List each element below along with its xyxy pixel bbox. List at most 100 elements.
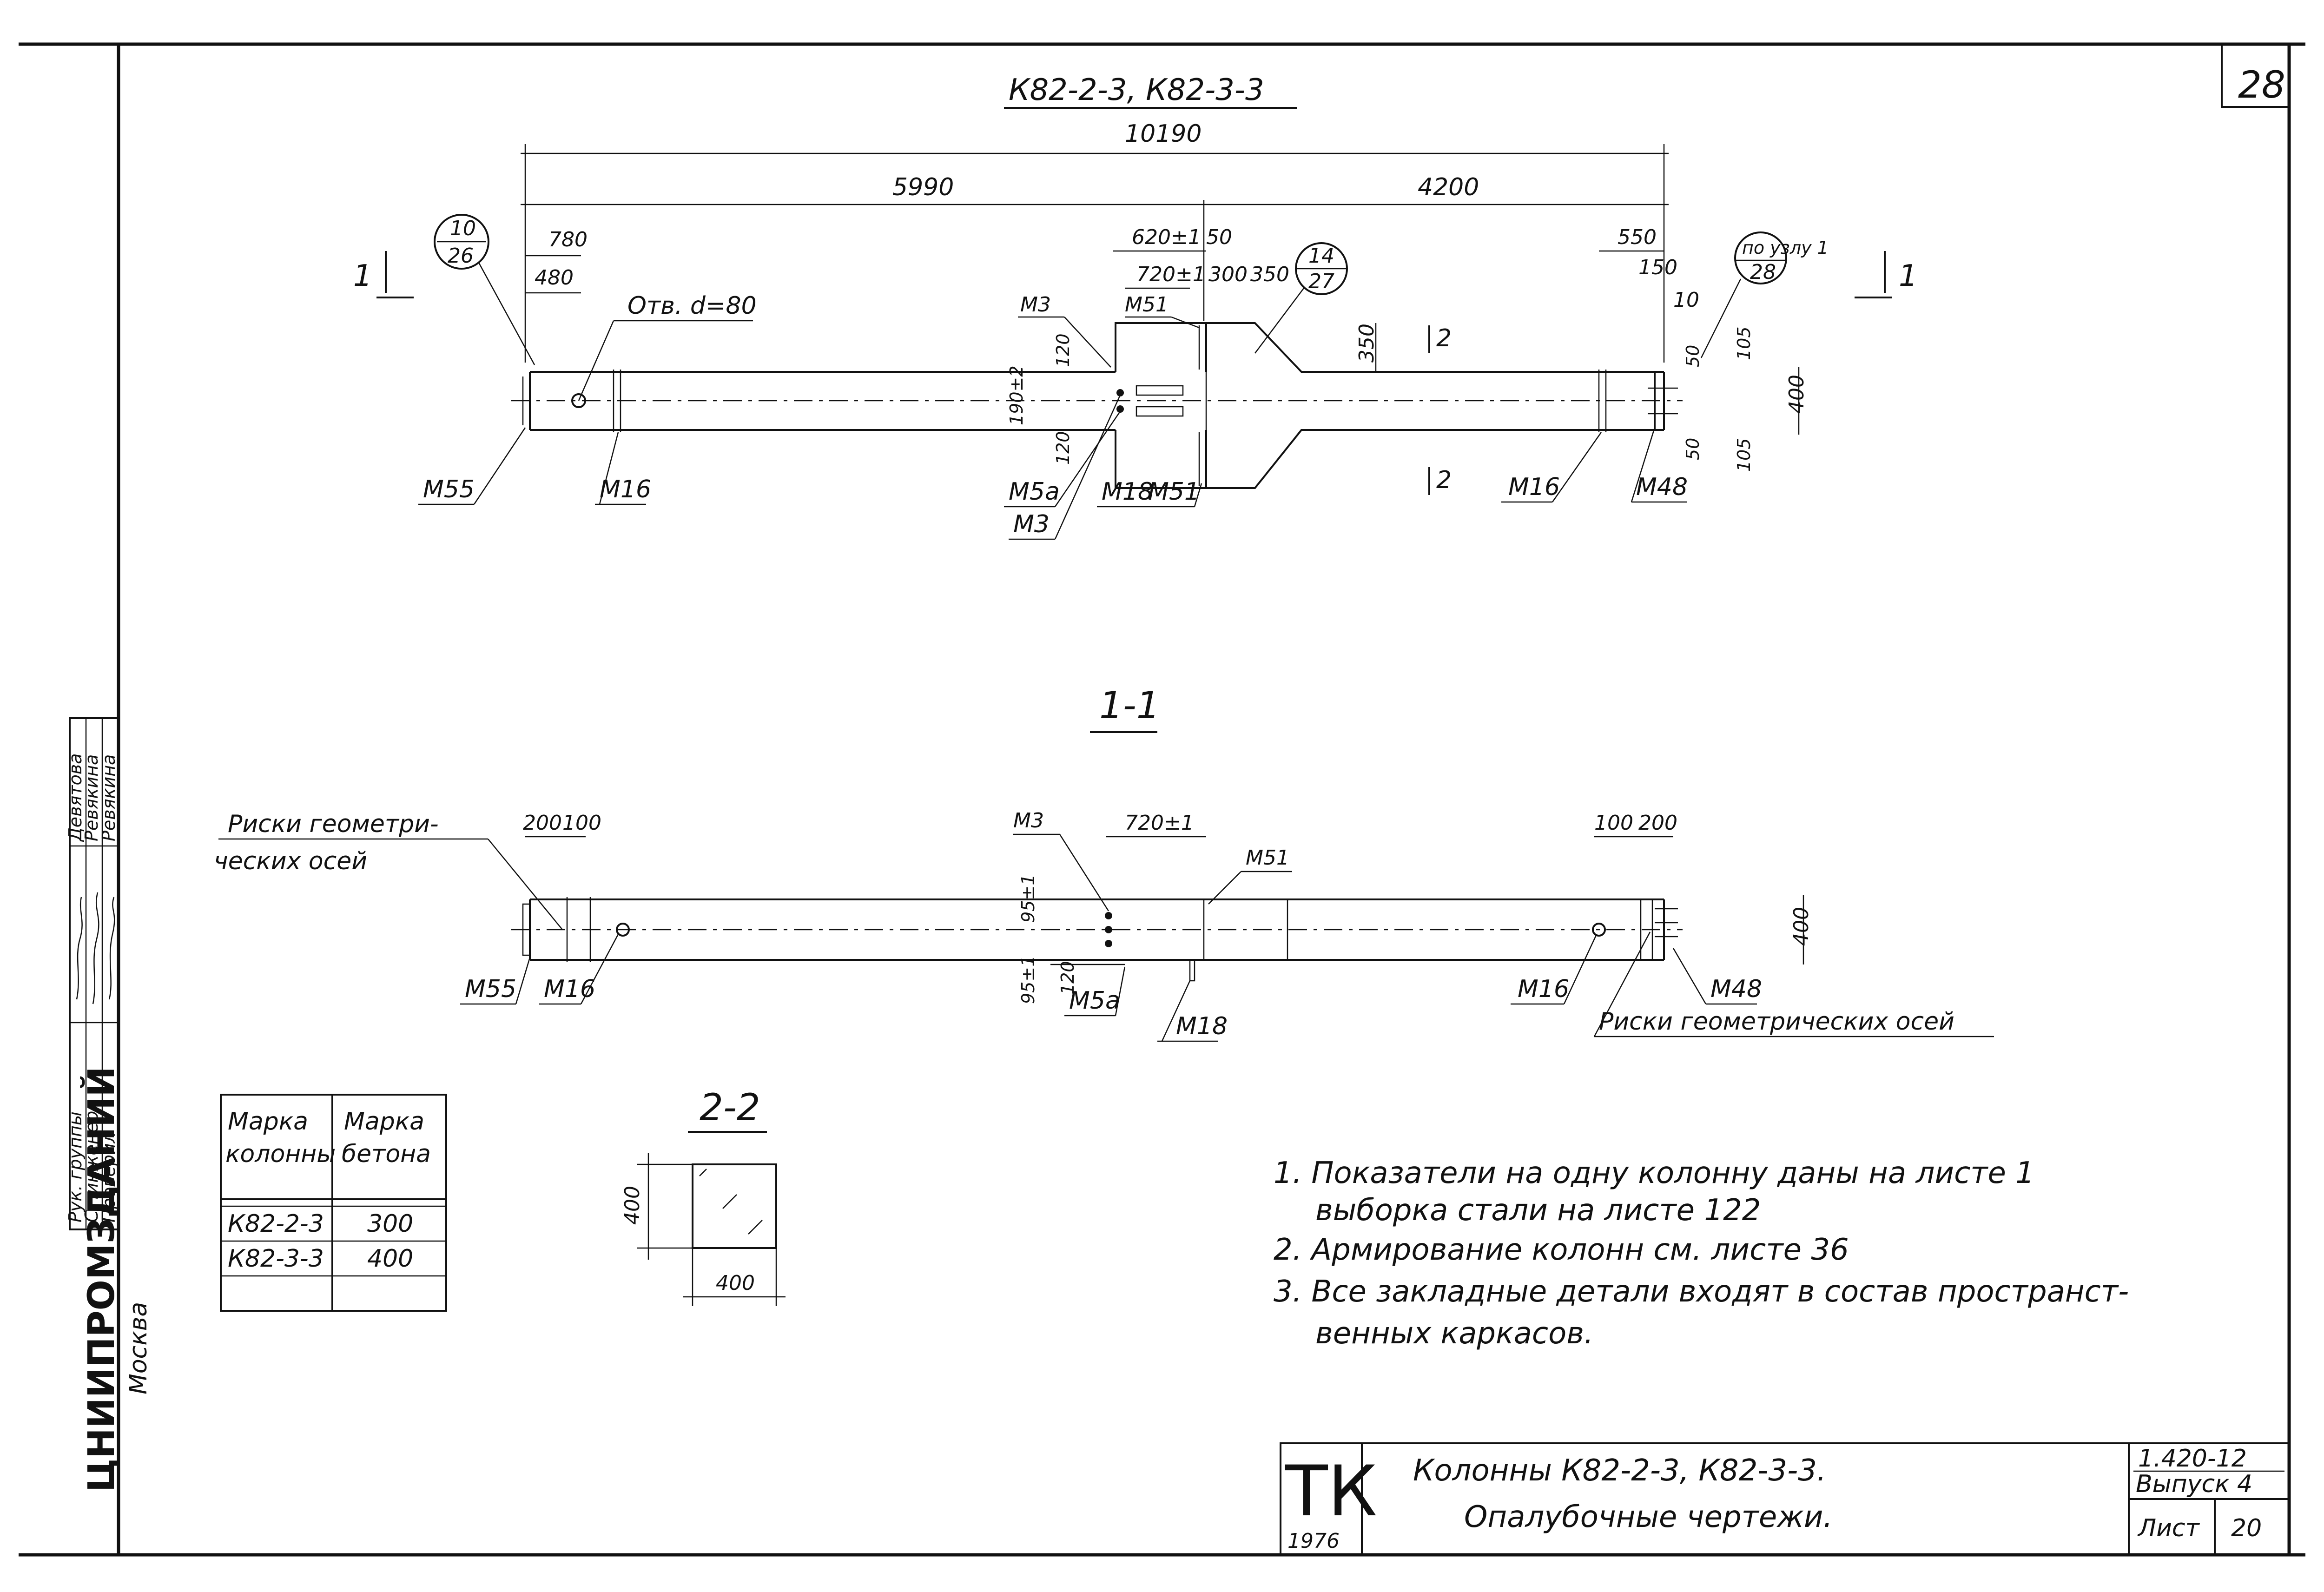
table-row2-col2: 400 [367,1245,413,1273]
dim-2-2-width: 400 [716,1271,755,1295]
section-1-right: 1 [1899,259,1918,293]
dim-190: 190±2 [1006,365,1027,425]
dim-400-section: 400 [1789,907,1813,946]
stamp-role-1: Рук. группы [65,1111,86,1222]
label-m16-right: М16 [1508,473,1560,501]
title-sheet-value: 20 [2231,1514,2262,1542]
title-logo: ТК [1285,1451,1377,1532]
dim-350-vert: 350 [1355,324,1379,363]
title-series: 1.420-12 [2138,1445,2247,1473]
label-m18: М18 [1102,478,1153,506]
dim-120-section: 120 [1057,961,1078,995]
signature-3 [108,897,115,1000]
sheet-number: 28 [2238,63,2285,106]
bubble-left-bottom: 26 [448,244,474,268]
label-m55: М55 [423,476,475,503]
risk-left-line1: Риски геометри- [228,810,439,838]
dim-10: 10 [1673,288,1699,312]
dim-right-span: 4200 [1418,173,1479,201]
concrete-table: Марка колонны Марка бетона К82-2-3 300 К… [220,1094,447,1312]
stamp-role-3: Проверил [99,1132,119,1222]
label-m18-section: М18 [1176,1012,1228,1040]
bubble-mid-bottom: 27 [1308,270,1334,293]
title-line-2: Опалубочные чертежи. [1464,1500,1833,1534]
dim-200-right: 200 [1638,811,1677,835]
dim-120-upper: 120 [1053,333,1073,367]
title-year: 1976 [1287,1529,1340,1553]
note-line-5: венных каркасов. [1315,1316,1593,1351]
label-m3-section: М3 [1013,809,1044,832]
label-m48-section: М48 [1710,975,1762,1003]
note-line-4: 3. Все закладные детали входят в состав … [1274,1275,2129,1309]
dim-620: 620±1 [1132,225,1201,249]
dim-50-mid: 50 [1206,225,1232,249]
table-header-col1-line2: колонны [225,1140,336,1168]
label-m51-bottom: М51 [1148,478,1200,506]
risk-right-label: Риски геометрических осей [1599,1008,1954,1036]
dim-left-span: 5990 [892,173,954,201]
dim-400-top: 400 [1785,375,1809,414]
section-2-2-title: 2-2 [700,1086,760,1129]
side-stamp: Рук. группы Ст.инженер Проверил Девятова… [65,717,152,1492]
notes: 1. Показатели на одну колонну даны на ли… [1274,1156,2129,1351]
bubble-left-top: 10 [450,217,476,240]
bubble-mid-top: 14 [1308,244,1334,268]
dim-95-lower: 95±1 [1018,956,1038,1004]
top-view: К82-2-3, К82-3-3 10190 5990 4200 780 480… [353,73,1918,540]
dim-120-lower: 120 [1053,431,1073,465]
title-line-1: Колонны К82-2-3, К82-3-3. [1413,1453,1826,1488]
dim-100-left: 100 [562,811,601,835]
label-m16-left-section: М16 [544,975,595,1003]
title-issue: Выпуск 4 [2136,1470,2252,1498]
dim-150: 150 [1638,256,1677,279]
note-line-2: выборка стали на листе 122 [1315,1193,1761,1228]
table-row1-col2: 300 [367,1210,413,1238]
note-line-1: 1. Показатели на одну колонну даны на ли… [1274,1156,2034,1190]
dim-300: 300 [1208,263,1248,286]
dim-720-top: 720±1 [1136,263,1206,286]
section-2-2-square [692,1163,777,1249]
bubble-right-top: по узлу 1 [1742,238,1829,258]
table-row2-col1: К82-3-3 [228,1245,324,1273]
table-header-col1-line1: Марка [228,1108,308,1136]
column-section [511,897,1683,982]
dim-100-right: 100 [1594,811,1633,835]
table-row1-col1: К82-2-3 [228,1210,324,1238]
top-view-title: К82-2-3, К82-3-3 [1009,73,1264,107]
label-m16-left: М16 [600,476,651,503]
dim-350-top: 350 [1250,263,1289,286]
label-m51-top: М51 [1125,293,1169,317]
bubble-right-bottom: 28 [1750,260,1776,284]
dim-480: 480 [535,266,574,290]
label-m51-section: М51 [1246,846,1289,870]
stamp-city: Москва [125,1302,152,1394]
label-m3-top: М3 [1020,293,1051,317]
stamp-name-2: Ревякина [81,754,102,841]
section-1-left: 1 [353,259,372,293]
section-1-1: 1-1 Риски геометри- ческих осей 200 100 … [214,684,1994,1042]
stamp-name-3: Ревякина [99,754,119,841]
risk-left-line2: ческих осей [214,847,367,875]
label-m3-bottom: М3 [1013,510,1050,538]
title-block: ТК 1976 Колонны К82-2-3, К82-3-3. Опалуб… [1280,1442,2290,1556]
dim-2-2-height: 400 [621,1186,644,1225]
dim-780: 780 [548,228,588,251]
sheet-number-box: 28 [2221,44,2289,108]
section-1-1-title: 1-1 [1099,684,1160,727]
table-header-col2-line2: бетона [342,1140,431,1168]
stamp-role-2: Ст.инженер [81,1111,102,1222]
hole-label: Отв. d=80 [627,292,757,320]
dim-50-upper-right: 50 [1683,345,1703,367]
dim-50-lower-right: 50 [1683,438,1703,460]
dim-105-lower: 105 [1734,438,1754,472]
dim-95-upper: 95±1 [1018,874,1038,923]
section-2-top: 2 [1436,324,1452,352]
label-m5a: М5а [1009,478,1060,506]
dim-550: 550 [1618,225,1657,249]
title-sheet-label: Лист [2137,1514,2200,1542]
signature-1 [76,897,83,1000]
table-header-col2-line1: Марка [344,1108,424,1136]
stamp-org: ЦНИИПРОМЗДАНИЙ [80,1066,123,1492]
label-m5a-section: М5а [1069,987,1120,1015]
